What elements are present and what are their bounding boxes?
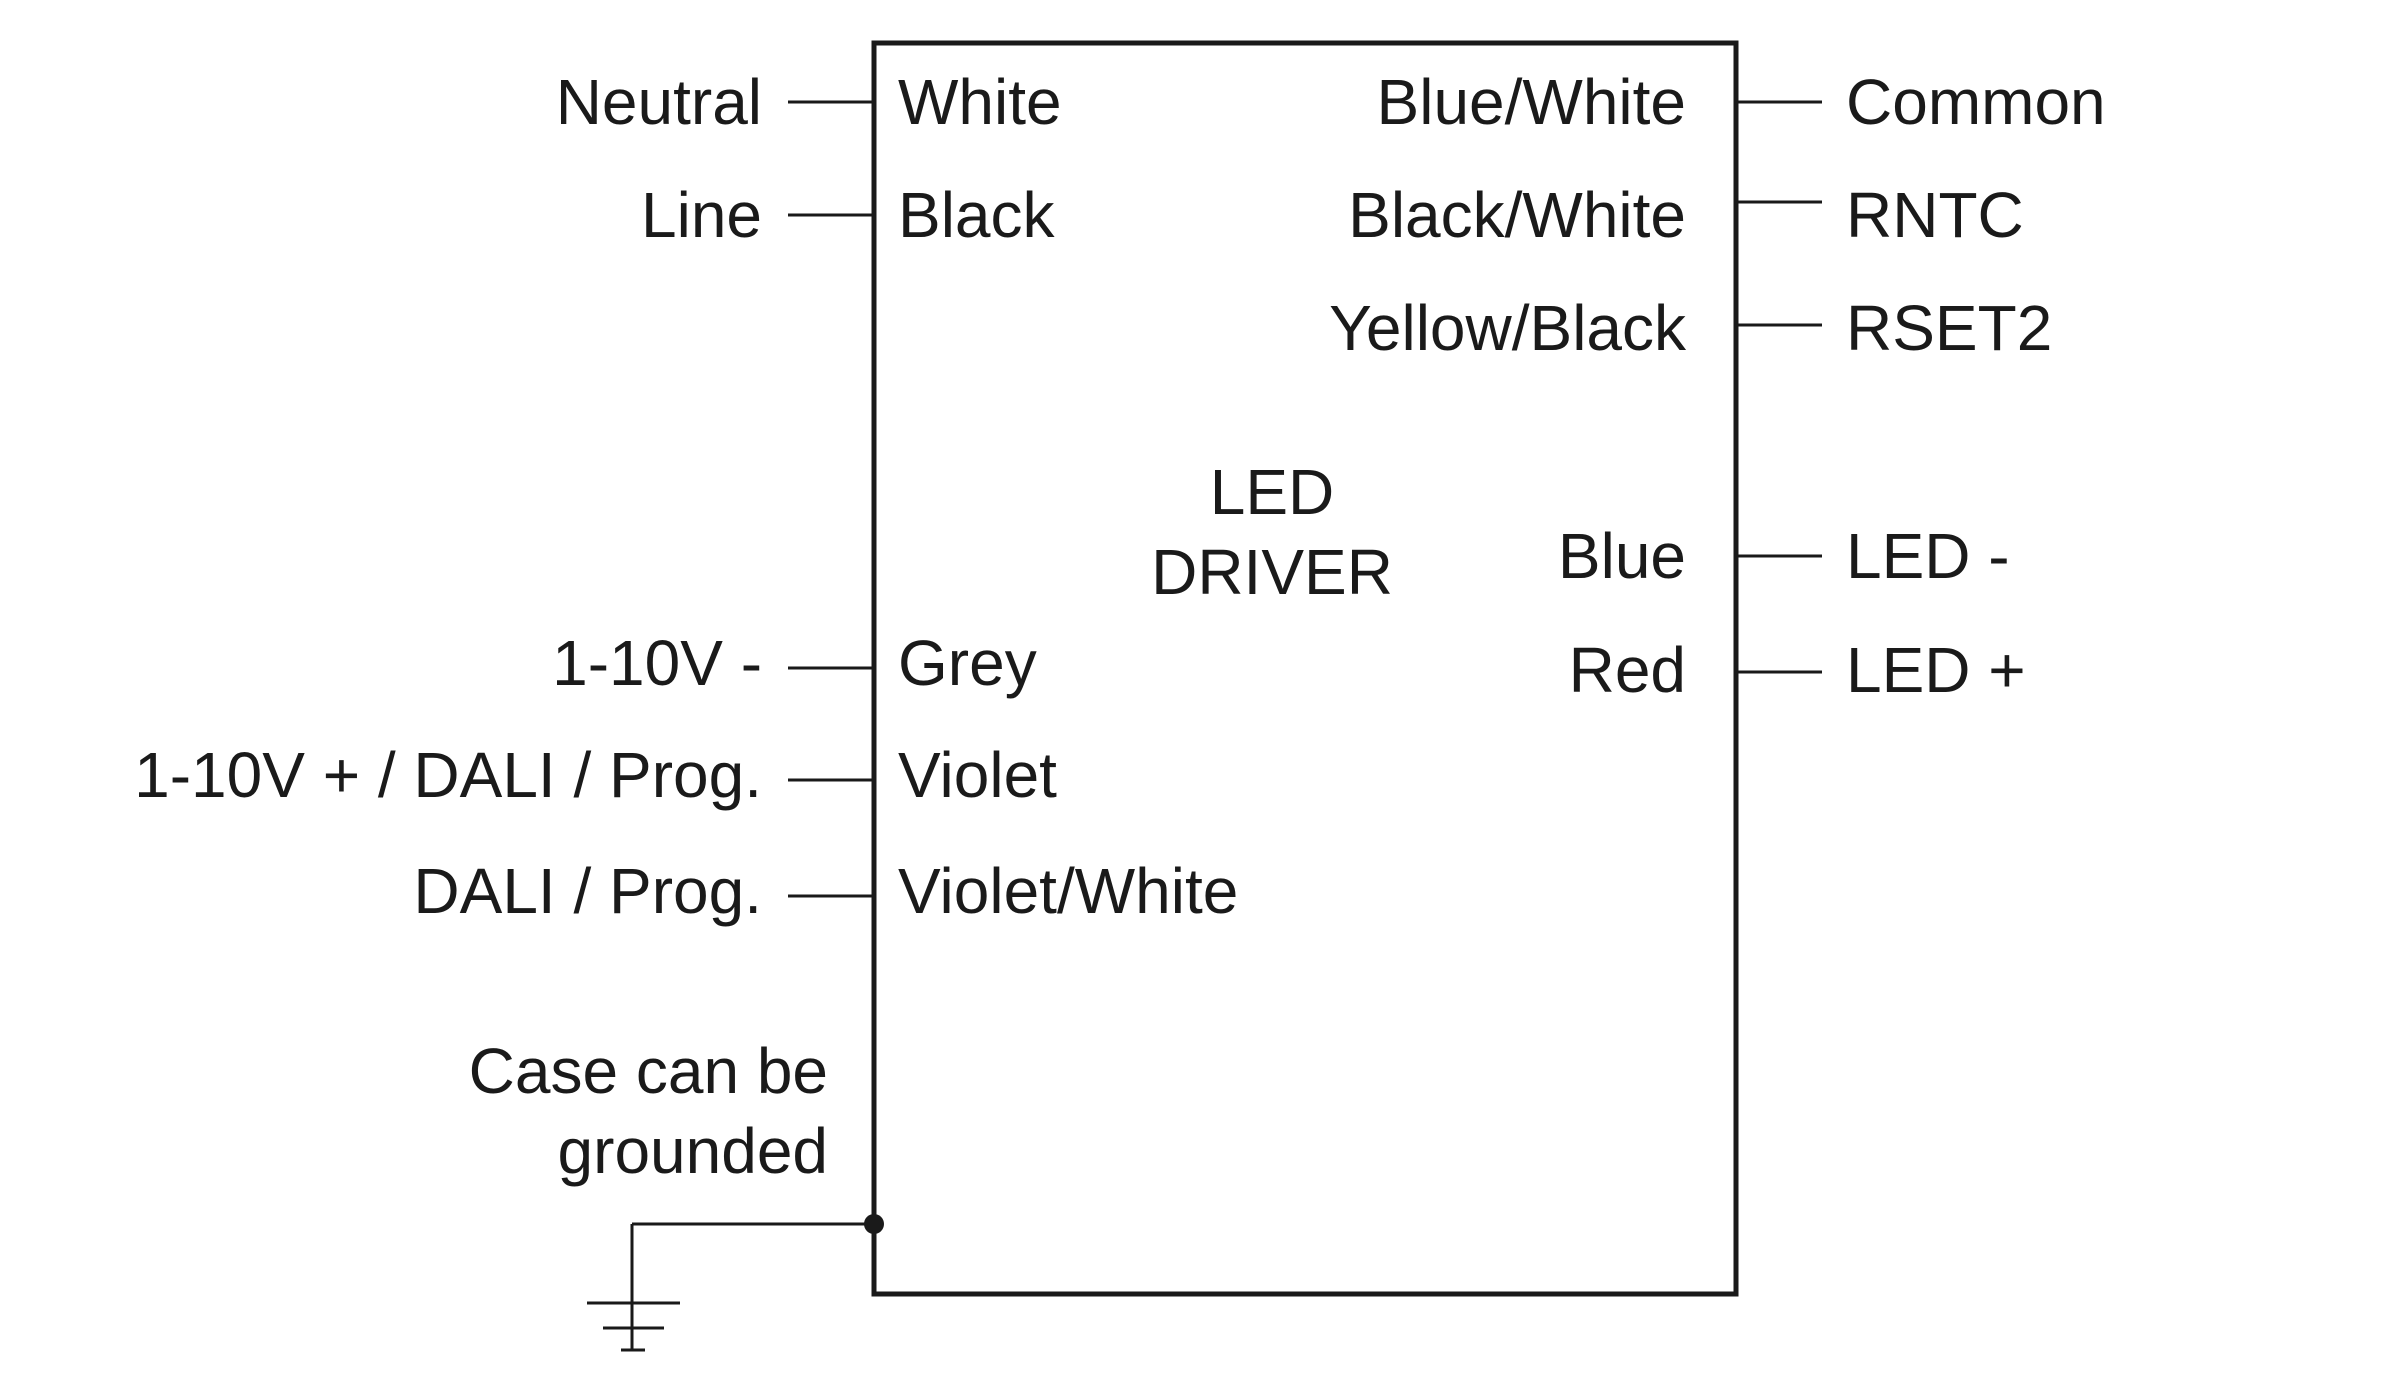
- wire-color-red: Red: [1569, 634, 1686, 706]
- wire-color-violet-white: Violet/White: [898, 855, 1238, 927]
- signal-label-dali: DALI / Prog.: [413, 855, 762, 927]
- signal-label-dim-minus: 1-10V -: [552, 627, 762, 699]
- signal-label-led-minus: LED -: [1846, 520, 2010, 592]
- signal-label-led-plus: LED +: [1846, 634, 2026, 706]
- signal-label-common: Common: [1846, 66, 2106, 138]
- wire-color-violet: Violet: [898, 739, 1057, 811]
- wire-color-black: Black: [898, 179, 1056, 251]
- signal-label-line: Line: [641, 179, 762, 251]
- wire-color-grey: Grey: [898, 627, 1037, 699]
- signal-label-rntc: RNTC: [1846, 179, 2024, 251]
- ground-note-line2: grounded: [558, 1115, 828, 1187]
- wire-color-blue-white: Blue/White: [1377, 66, 1686, 138]
- signal-label-dim-plus: 1-10V + / DALI / Prog.: [134, 739, 762, 811]
- driver-box: [871, 40, 1739, 1297]
- signal-label-neutral: Neutral: [556, 66, 762, 138]
- ground-note-line1: Case can be: [469, 1035, 828, 1107]
- wire-color-blue: Blue: [1558, 520, 1686, 592]
- driver-title-line2: DRIVER: [1151, 536, 1393, 608]
- driver-title-line1: LED: [1210, 456, 1335, 528]
- wire-color-black-white: Black/White: [1348, 179, 1686, 251]
- wire-color-white: White: [898, 66, 1062, 138]
- signal-label-rset2: RSET2: [1846, 292, 2052, 364]
- ground-icon: [587, 1222, 874, 1352]
- wire-color-yellow-black: Yellow/Black: [1329, 292, 1687, 364]
